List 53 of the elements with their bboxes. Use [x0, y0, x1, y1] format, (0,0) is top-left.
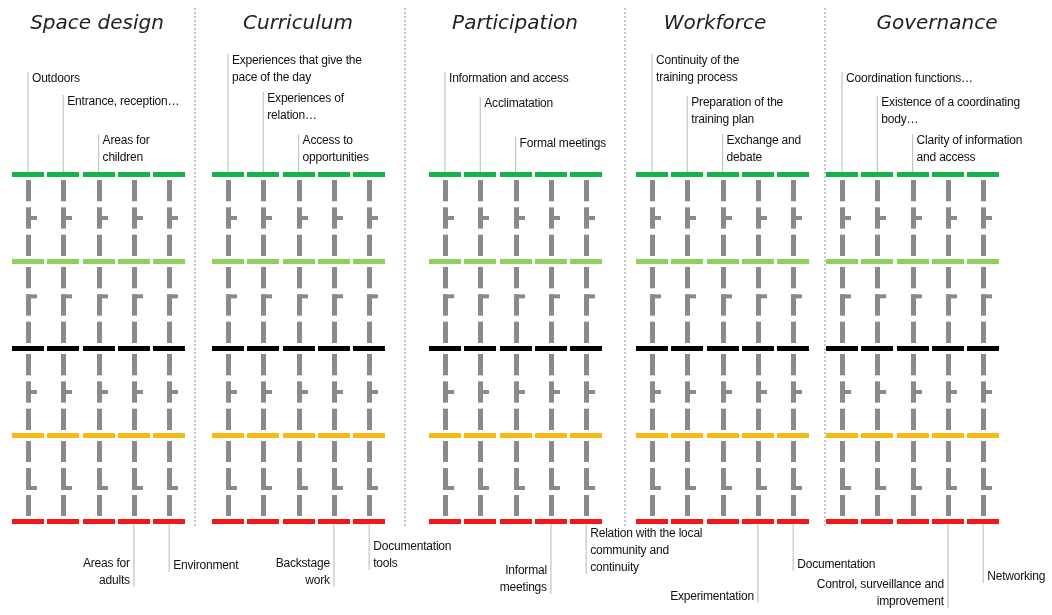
leader-line	[227, 53, 229, 173]
leader-line	[262, 91, 264, 173]
indicator-label: Preparation of the training plan	[691, 94, 810, 128]
indicator-label: Existence of a coordinating body…	[881, 94, 1032, 128]
leader-line	[947, 523, 949, 609]
leader-line	[333, 523, 335, 588]
indicator-label: Outdoors	[32, 70, 172, 87]
leader-line	[585, 523, 587, 575]
leader-line	[912, 133, 914, 173]
leader-line	[444, 71, 446, 173]
indicator-label: Access to opportunities	[302, 132, 391, 166]
leader-line	[686, 95, 688, 173]
indicator-label: Entrance, reception…	[67, 93, 208, 110]
section-heading: Workforce	[663, 10, 767, 34]
leader-line	[515, 136, 517, 173]
section-heading: Curriculum	[243, 10, 353, 34]
indicator-label: Informal meetings	[484, 562, 547, 596]
indicator-label: Acclimatation	[484, 95, 585, 112]
leader-line	[479, 96, 481, 173]
leader-line	[792, 523, 794, 572]
leader-line	[27, 71, 29, 173]
leader-line	[550, 523, 552, 595]
indicator-label: Documentation	[797, 556, 898, 573]
indicator-label: Relation with the local community and continuity	[590, 525, 706, 576]
leader-line	[651, 53, 653, 173]
leader-line	[722, 133, 724, 173]
leader-line	[98, 133, 100, 173]
leader-line	[982, 523, 984, 584]
section-heading: Governance	[876, 10, 998, 34]
leader-line	[757, 523, 759, 604]
indicator-label: Continuity of the training process	[656, 52, 768, 86]
leader-line	[368, 523, 370, 571]
indicator-label: Experiences of relation…	[267, 90, 360, 124]
indicator-label: Documentation tools	[373, 538, 474, 572]
indicator-label: Experimentation	[648, 588, 754, 605]
indicator-label: Information and access	[449, 70, 599, 87]
leader-line	[168, 523, 170, 573]
indicator-label: Formal meetings	[519, 135, 630, 152]
indicator-label: Clarity of information and access	[916, 132, 1043, 166]
leader-line	[841, 71, 843, 173]
indicator-label: Areas for adults	[61, 555, 130, 589]
leader-line	[133, 523, 135, 588]
leader-line	[298, 133, 300, 173]
leader-line	[62, 94, 64, 173]
leader-line	[876, 95, 878, 173]
indicator-label: Coordination functions…	[846, 70, 996, 87]
indicator-label: Networking	[987, 568, 1052, 585]
section-heading: Participation	[452, 10, 578, 34]
indicator-label: Areas for children	[102, 132, 175, 166]
section-heading: Space design	[30, 10, 164, 34]
indicator-label: Exchange and debate	[726, 132, 805, 166]
indicator-label: Control, surveillance and improvement	[815, 576, 944, 610]
indicator-label: Experiences that give the pace of the day	[232, 52, 372, 86]
